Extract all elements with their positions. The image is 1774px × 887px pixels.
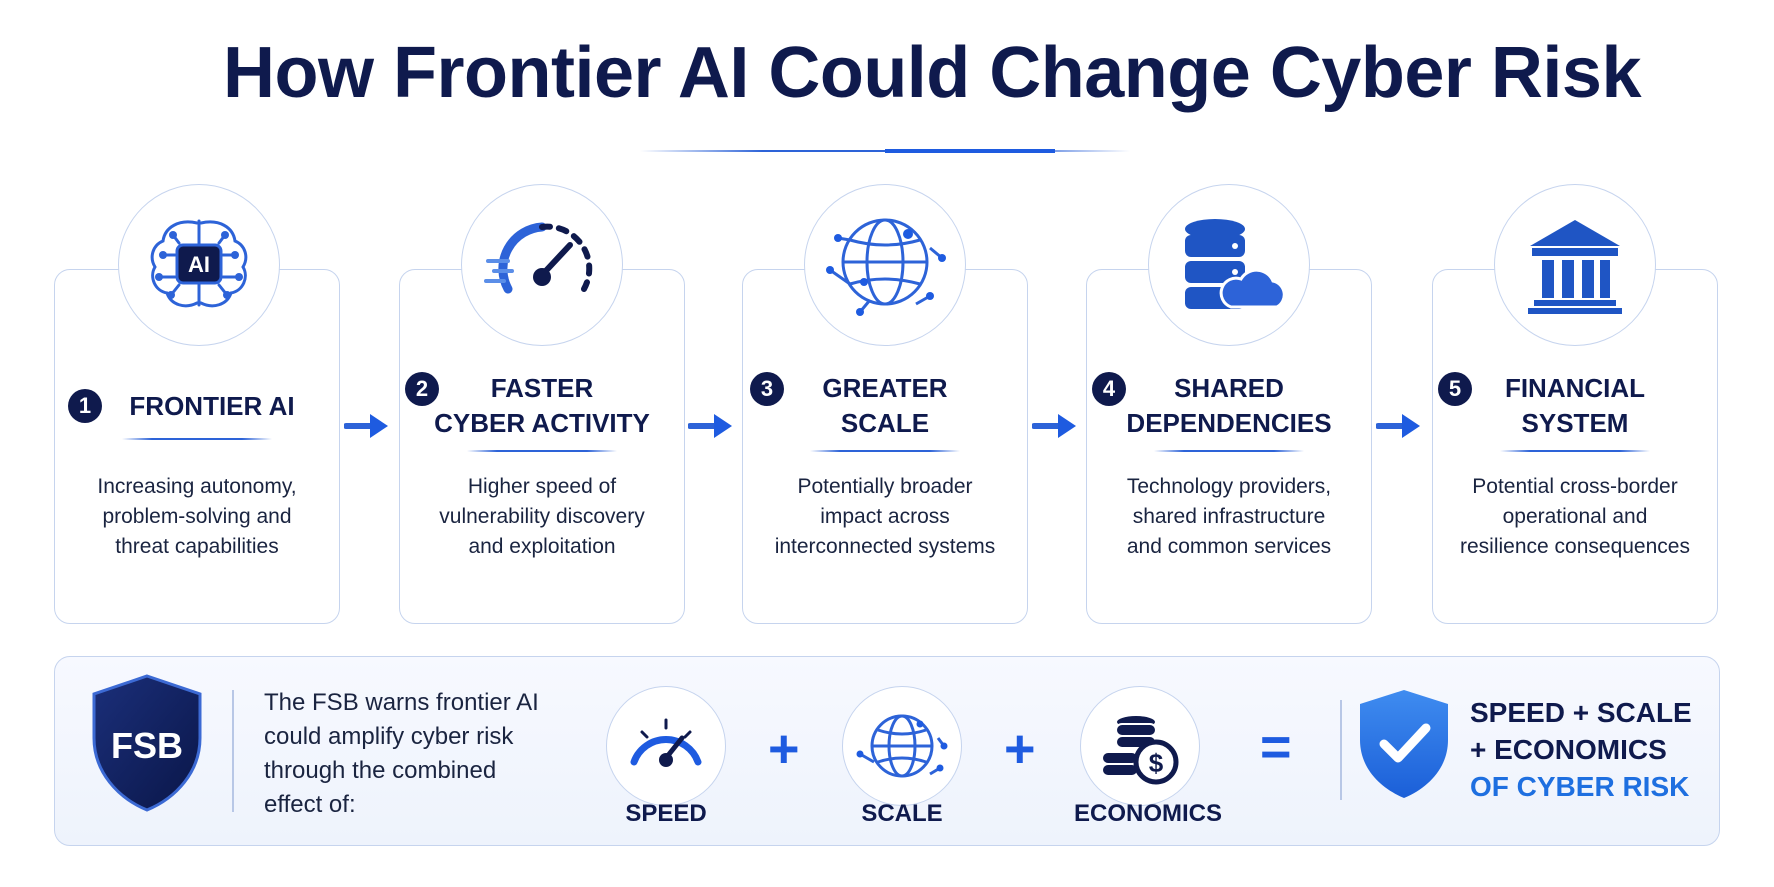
database-cloud-icon — [1148, 184, 1310, 346]
step-number-badge: 3 — [750, 372, 784, 406]
arrow-right-icon — [1032, 414, 1076, 438]
speedometer-icon — [461, 184, 623, 346]
arrow-right-icon — [1376, 414, 1420, 438]
fsb-shield-icon: FSB — [92, 674, 202, 812]
factor-label-economics: ECONOMICS — [1073, 800, 1222, 827]
step-title: GREATER SCALE — [822, 373, 948, 438]
network-globe-icon — [804, 184, 966, 346]
step-title: FRONTIER AI — [129, 390, 295, 421]
step-title: FINANCIAL SYSTEM — [1504, 373, 1646, 438]
step-divider — [122, 438, 272, 440]
step-divider — [1500, 450, 1650, 452]
step-divider — [467, 450, 617, 452]
step-divider — [1154, 450, 1304, 452]
panel-divider — [1340, 700, 1342, 800]
ai-brain-icon: AI — [118, 184, 280, 346]
ai-chip-label: AI — [188, 252, 210, 277]
step-heading-3: 3 GREATER SCALE — [742, 370, 1028, 442]
network-globe-icon — [842, 686, 962, 806]
page-title: How Frontier AI Could Change Cyber Risk — [223, 33, 1641, 113]
step-number-badge: 1 — [68, 389, 102, 423]
equals-sign: = — [1260, 717, 1292, 777]
svg-text:$: $ — [1149, 748, 1164, 778]
fsb-shield-label: FSB — [111, 725, 183, 766]
step-title: SHARED DEPENDENCIES — [1126, 373, 1332, 438]
step-heading-1: 1 FRONTIER AI — [54, 370, 340, 442]
check-shield-icon — [1360, 690, 1448, 798]
step-number-badge: 5 — [1438, 372, 1472, 406]
fsb-warning-text: The FSB warns frontier AI could amplify … — [264, 689, 539, 818]
plus-sign: + — [1004, 719, 1036, 779]
coins-dollar-icon: $ — [1080, 686, 1200, 806]
step-heading-5: 5 FINANCIAL SYSTEM — [1432, 370, 1718, 442]
step-divider — [810, 450, 960, 452]
step-title: FASTER CYBER ACTIVITY — [434, 373, 650, 438]
arrow-right-icon — [344, 414, 388, 438]
factor-label-speed: SPEED — [625, 800, 707, 827]
step-heading-4: 4 SHARED DEPENDENCIES — [1086, 370, 1372, 442]
step-number-badge: 2 — [405, 372, 439, 406]
result-statement: SPEED + SCALE + ECONOMICS OF CYBER RISK — [1470, 697, 1692, 802]
step-description-4: Technology providers,shared infrastructu… — [1126, 475, 1332, 558]
arrow-right-icon — [688, 414, 732, 438]
bank-building-icon — [1494, 184, 1656, 346]
step-heading-2: 2 FASTER CYBER ACTIVITY — [399, 370, 685, 442]
factor-label-scale: SCALE — [861, 800, 943, 827]
step-number-badge: 4 — [1092, 372, 1126, 406]
panel-divider — [232, 690, 234, 812]
speedometer-icon — [606, 686, 726, 806]
title-underline — [640, 149, 1130, 153]
plus-sign: + — [768, 719, 800, 779]
